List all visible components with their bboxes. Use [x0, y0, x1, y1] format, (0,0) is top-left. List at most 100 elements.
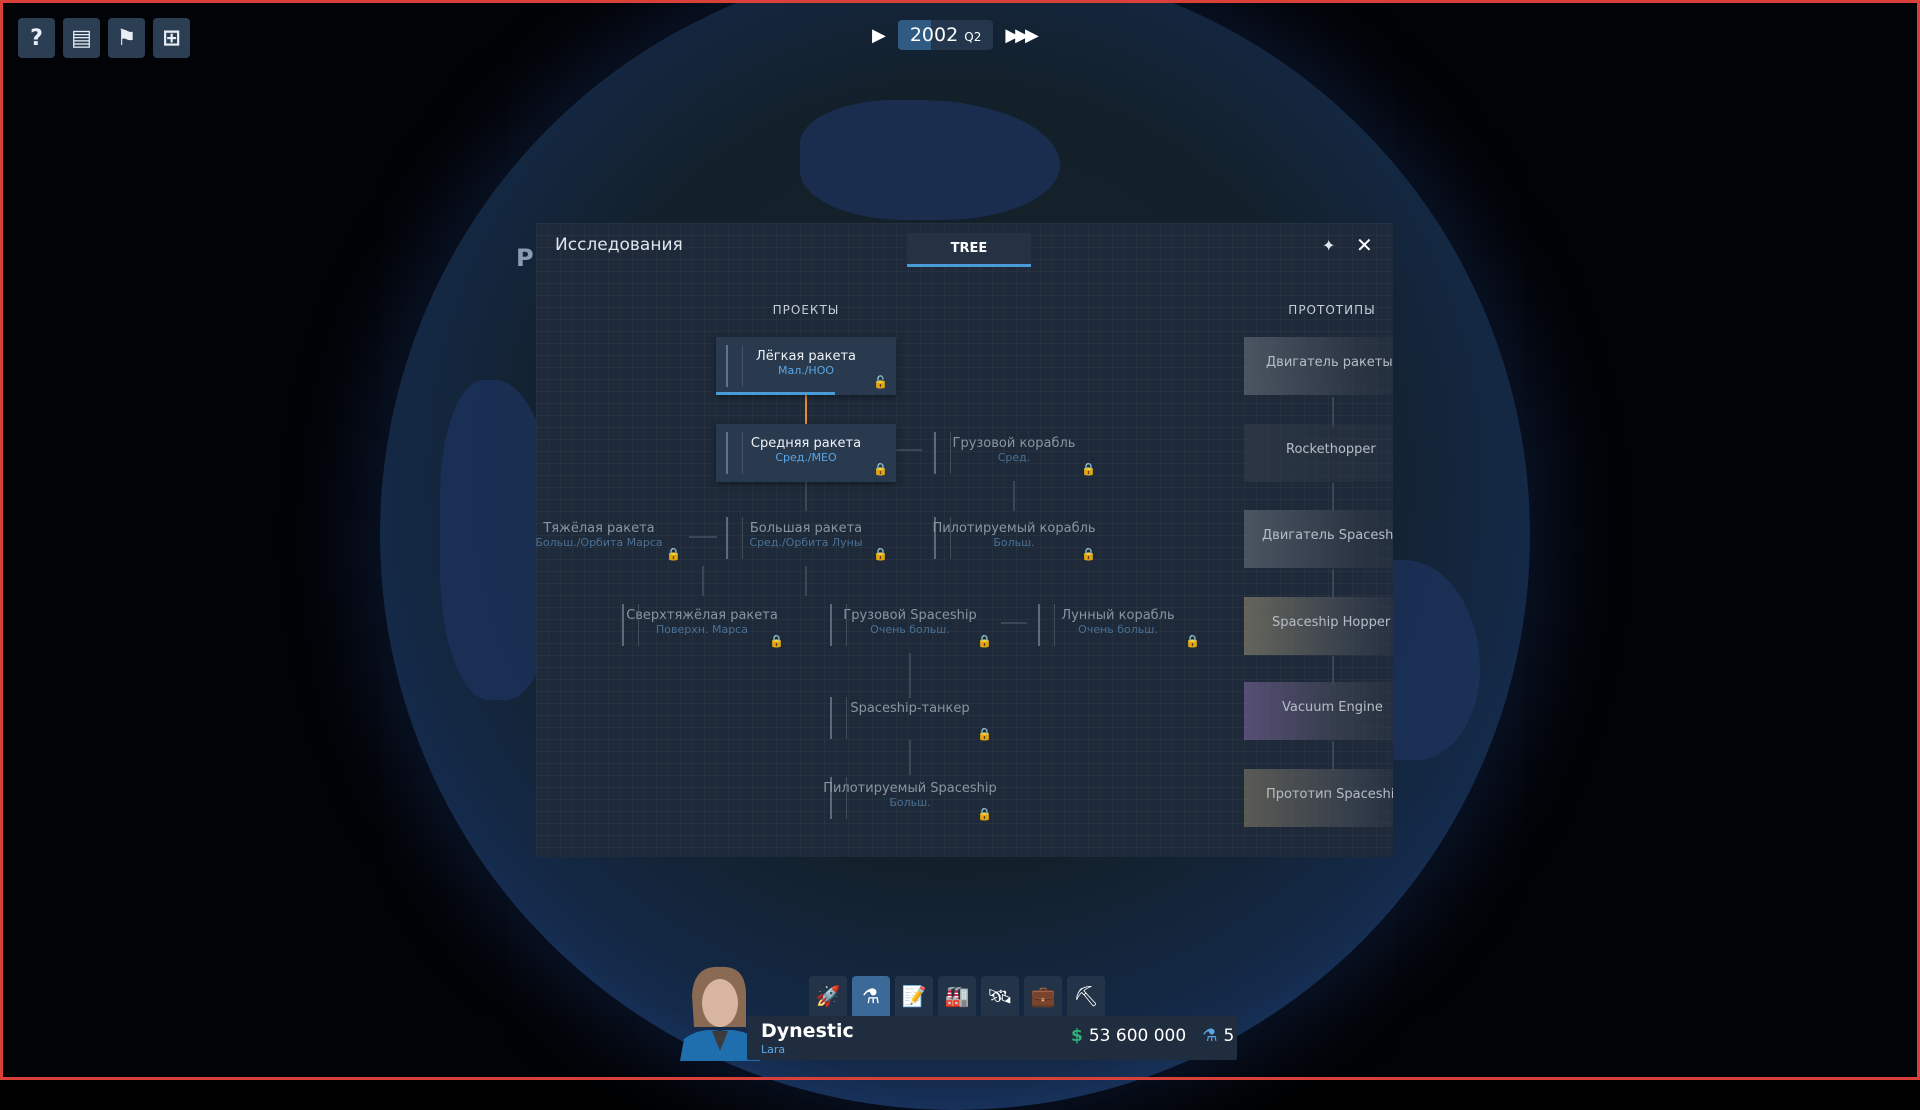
node-name: Тяжёлая ракета	[543, 521, 655, 536]
unlock-icon: 🔓	[873, 375, 888, 389]
project-node-crewed-ship[interactable]: Пилотируемый корабль Больш. 🔒	[924, 509, 1104, 567]
rocket-thumbnail	[830, 604, 847, 646]
connector	[805, 566, 807, 596]
prototype-rocket-engine[interactable]: Двигатель ракеты	[1244, 337, 1393, 395]
pin-icon[interactable]: ✦	[1322, 236, 1336, 255]
prototype-spaceship-hopper[interactable]: Spaceship Hopper	[1244, 597, 1393, 655]
prototype-name: Прототип Spaceship	[1266, 787, 1393, 802]
player-name: Lara	[761, 1043, 786, 1056]
connector	[689, 536, 717, 538]
project-node-large-rocket[interactable]: Большая ракета Сред./Орбита Луны 🔒	[716, 509, 896, 567]
node-name: Лёгкая ракета	[756, 349, 856, 364]
ceo-avatar[interactable]	[680, 965, 760, 1061]
continent	[800, 100, 1060, 220]
rocket-thumbnail	[622, 604, 639, 646]
satellite-icon[interactable]: 🛰	[981, 976, 1019, 1016]
rocket-thumbnail	[830, 777, 847, 819]
help-icon[interactable]: ?	[18, 18, 55, 58]
ship-thumbnail	[934, 517, 951, 559]
node-name: Грузовой Spaceship	[843, 608, 977, 623]
tab-tree[interactable]: TREE	[907, 233, 1031, 267]
project-node-lunar-ship[interactable]: Лунный корабль Очень больш. 🔒	[1028, 596, 1208, 654]
project-node-medium-rocket[interactable]: Средняя ракета Сред./MEO 🔒	[716, 424, 896, 482]
top-toolbar: ? ▤ ⚑ ⊞	[18, 18, 190, 58]
news-icon[interactable]: ▤	[63, 18, 100, 58]
connector	[1332, 656, 1334, 686]
quarter: Q2	[964, 30, 982, 44]
lock-icon: 🔒	[977, 727, 992, 741]
connector	[1332, 569, 1334, 599]
node-name: Большая ракета	[749, 521, 863, 536]
ship-thumbnail	[934, 432, 951, 474]
research-points: 5	[1223, 1026, 1235, 1046]
rocket-thumbnail	[726, 345, 743, 387]
year: 2002	[909, 24, 959, 46]
lock-icon: 🔒	[769, 634, 784, 648]
project-node-superheavy-rocket[interactable]: Сверхтяжёлая ракета Поверхн. Марса 🔒	[612, 596, 792, 654]
prototype-spaceship[interactable]: Прототип Spaceship	[1244, 769, 1393, 827]
node-sub: Сред./Орбита Луны	[749, 536, 863, 549]
prototype-name: Vacuum Engine	[1282, 700, 1383, 715]
project-node-cargo-ship[interactable]: Грузовой корабль Сред. 🔒	[924, 424, 1104, 482]
node-name: Spaceship-танкер	[850, 701, 970, 716]
prototype-spaceship-engine[interactable]: Двигатель Spaceship	[1244, 510, 1393, 568]
contract-icon[interactable]: 📝	[895, 976, 933, 1016]
lock-icon: 🔒	[1185, 634, 1200, 648]
worker-icon[interactable]: ⛏	[1067, 976, 1105, 1016]
date-display: 2002 Q2	[897, 20, 994, 50]
resources: $ 53 600 000 ⚗ 5	[1071, 1026, 1234, 1046]
prototype-name: Spaceship Hopper	[1272, 615, 1391, 630]
connector	[896, 449, 922, 451]
lock-icon: 🔒	[1081, 547, 1096, 561]
background-window-label: P	[516, 244, 534, 272]
rocket-thumbnail	[726, 517, 743, 559]
connector	[1013, 481, 1015, 511]
project-node-light-rocket[interactable]: Лёгкая ракета Мал./НОО 🔓	[716, 337, 896, 395]
prototype-name: Rockethopper	[1286, 442, 1376, 457]
factory-icon[interactable]: 🏭	[938, 976, 976, 1016]
rocket-thumbnail	[830, 697, 847, 739]
node-sub: Мал./НОО	[777, 364, 835, 377]
prototype-name: Двигатель Spaceship	[1262, 528, 1393, 543]
prototype-rockethopper[interactable]: Rockethopper	[1244, 424, 1393, 482]
rocket-thumbnail	[726, 432, 743, 474]
node-sub: Поверхн. Марса	[656, 623, 748, 636]
lock-icon: 🔒	[873, 462, 888, 476]
lock-icon: 🔒	[666, 547, 681, 561]
company-name: Dynestic	[761, 1020, 854, 1042]
progress-bar	[716, 392, 835, 395]
window-title: Исследования	[555, 235, 683, 255]
connector	[805, 481, 807, 511]
node-sub: Очень больш.	[870, 623, 950, 636]
flask-icon[interactable]: ⚗	[852, 976, 890, 1016]
close-icon[interactable]: ✕	[1356, 233, 1373, 257]
node-name: Средняя ракета	[750, 436, 862, 451]
money-icon: $	[1071, 1026, 1083, 1046]
connector	[909, 653, 911, 698]
project-node-heavy-rocket[interactable]: Тяжёлая ракета Больш./Орбита Марса 🔒	[536, 509, 689, 567]
grid-icon[interactable]: ⊞	[153, 18, 190, 58]
node-name: Лунный корабль	[1061, 608, 1175, 623]
briefcase-icon[interactable]: 💼	[1024, 976, 1062, 1016]
rocket-thumbnail	[1038, 604, 1055, 646]
flag-icon[interactable]: ⚑	[108, 18, 145, 58]
company-info-bar: Dynestic Lara $ 53 600 000 ⚗ 5	[747, 1016, 1237, 1060]
connector	[1332, 741, 1334, 771]
prototype-vacuum-engine[interactable]: Vacuum Engine	[1244, 682, 1393, 740]
connector	[1332, 483, 1334, 513]
node-sub: Больш./Орбита Марса	[536, 536, 663, 549]
play-icon[interactable]: ▶	[872, 24, 886, 46]
node-sub: Сред.	[997, 451, 1031, 464]
node-sub: Больш.	[993, 536, 1035, 549]
project-node-crewed-spaceship[interactable]: Пилотируемый Spaceship Больш. 🔒	[820, 769, 1000, 827]
project-node-cargo-spaceship[interactable]: Грузовой Spaceship Очень больш. 🔒	[820, 596, 1000, 654]
research-points-icon: ⚗	[1202, 1026, 1218, 1046]
node-sub: Сред./MEO	[775, 451, 837, 464]
node-sub: Очень больш.	[1078, 623, 1158, 636]
project-node-spaceship-tanker[interactable]: Spaceship-танкер 🔒	[820, 689, 1000, 747]
node-name: Пилотируемый Spaceship	[823, 781, 997, 796]
rocket-icon[interactable]: 🚀	[809, 976, 847, 1016]
connector-unlocked	[805, 394, 807, 424]
fast-forward-icon[interactable]: ▶▶▶	[1005, 24, 1038, 46]
node-name: Пилотируемый корабль	[932, 521, 1096, 536]
